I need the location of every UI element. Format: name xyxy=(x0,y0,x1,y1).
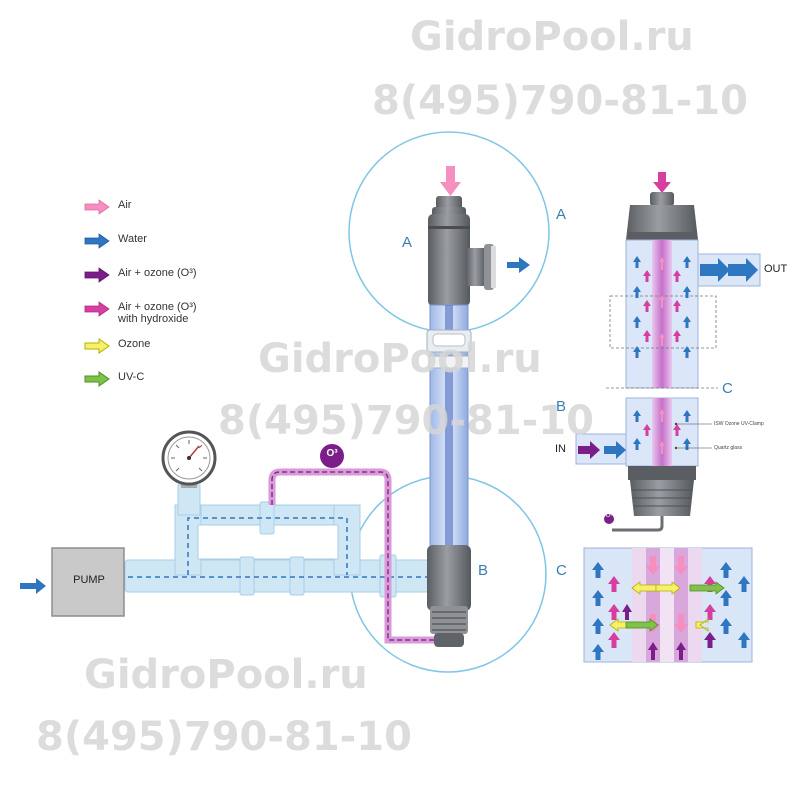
in-label: IN xyxy=(555,443,566,455)
legend-label-line1: Air + ozone (O³) xyxy=(118,301,197,313)
legend-item-air-ozone-hydroxide: Air + ozone (O³) with hydroxide xyxy=(84,298,254,338)
uvc-arrow-icon xyxy=(84,371,110,387)
legend-item-air: Air xyxy=(84,196,254,230)
ozone-badge-label: O³ xyxy=(326,448,338,459)
out-label: OUT xyxy=(764,263,788,275)
zone-a-label-right: A xyxy=(556,206,567,223)
air-ozone-arrow-icon xyxy=(84,267,110,283)
air-input-arrow-icon xyxy=(440,166,461,196)
ozone-outlet-label: O³ xyxy=(605,513,613,519)
zone-c-label-bottom: C xyxy=(556,562,567,579)
air-ozone-hydroxide-arrow-icon xyxy=(84,301,110,317)
watermark-site-bottom: GidroPool.ru xyxy=(84,652,368,698)
legend-item-air-ozone: Air + ozone (O³) xyxy=(84,264,254,298)
pressure-gauge-icon xyxy=(161,430,217,488)
watermark-phone-middle: 8(495)790-81-10 xyxy=(218,398,594,444)
zone-a-label-left: A xyxy=(402,234,413,251)
watermark-site-middle: GidroPool.ru xyxy=(258,336,542,382)
zone-c-label-top: C xyxy=(722,380,733,397)
inlet-arrow-icon xyxy=(20,578,46,594)
zone-b-label: B xyxy=(478,562,489,579)
zone-c-panel xyxy=(583,547,753,663)
zone-b-detail-label: B xyxy=(556,398,567,415)
quartz-note: Quartz glass xyxy=(714,445,743,451)
legend-label: Air + ozone (O³) with hydroxide xyxy=(118,301,197,325)
legend: Air Water Air + ozone (O³) Air + ozone (… xyxy=(84,196,254,402)
pump-box xyxy=(51,547,125,617)
detail-unit xyxy=(575,192,761,532)
legend-label: Ozone xyxy=(118,338,151,350)
watermark-phone-bottom: 8(495)790-81-10 xyxy=(36,714,412,760)
air-arrow-icon xyxy=(84,199,110,215)
legend-item-uvc: UV-C xyxy=(84,368,254,402)
watermark-site-top: GidroPool.ru xyxy=(410,14,694,60)
pipe-network xyxy=(124,484,456,598)
legend-label: Air xyxy=(118,199,132,211)
ozone-pipe xyxy=(268,468,440,644)
legend-label-line2: with hydroxide xyxy=(118,313,189,325)
legend-item-ozone: Ozone xyxy=(84,338,254,368)
legend-item-water: Water xyxy=(84,230,254,264)
legend-label: Water xyxy=(118,233,147,245)
legend-label: UV-C xyxy=(118,371,145,383)
legend-label: Air + ozone (O³) xyxy=(118,267,197,279)
water-output-arrow-icon xyxy=(507,257,530,273)
ozone-badge-icon xyxy=(320,444,344,468)
ozone-arrow-icon xyxy=(84,338,110,354)
detail-flow-arrows xyxy=(578,172,758,459)
water-arrow-icon xyxy=(84,233,110,249)
pump-label: PUMP xyxy=(73,574,105,586)
clamp-note: ISW Ozone UV-Clamp xyxy=(714,421,764,427)
water-flow-lines xyxy=(128,517,450,578)
uv-unit xyxy=(426,196,496,647)
watermark-phone-top: 8(495)790-81-10 xyxy=(372,78,748,124)
